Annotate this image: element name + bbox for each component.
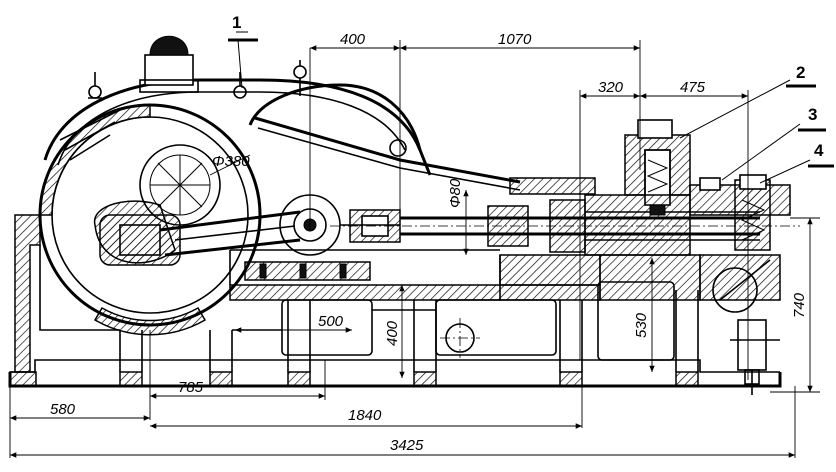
gear-cover bbox=[43, 35, 432, 176]
dimension-lines bbox=[9, 40, 820, 458]
callout-leaders bbox=[228, 31, 834, 184]
lifting-eye bbox=[293, 65, 307, 79]
dim-740: 740 bbox=[791, 292, 808, 318]
cap-dome bbox=[149, 35, 189, 56]
dim-1070: 1070 bbox=[498, 31, 532, 48]
labels: 1 2 3 4 400 1070 320 475 Φ380 Φ80 500 40… bbox=[50, 13, 824, 454]
crank-mechanism bbox=[94, 116, 521, 266]
base-frame bbox=[8, 281, 782, 388]
callout-1: 1 bbox=[232, 13, 241, 32]
dim-500: 500 bbox=[318, 313, 344, 330]
valve-box bbox=[624, 119, 691, 216]
discharge-valve bbox=[689, 174, 791, 395]
flywheel bbox=[38, 103, 262, 336]
dim-400-top: 400 bbox=[340, 31, 366, 48]
dim-530: 530 bbox=[633, 312, 650, 338]
dim-1840: 1840 bbox=[348, 407, 382, 424]
dim-320: 320 bbox=[598, 79, 624, 96]
dim-475: 475 bbox=[680, 79, 706, 96]
callout-3: 3 bbox=[808, 105, 817, 124]
dim-phi80: Φ80 bbox=[447, 178, 464, 208]
lifting-eye bbox=[88, 85, 102, 99]
dim-785: 785 bbox=[178, 379, 204, 396]
callout-4: 4 bbox=[814, 141, 824, 160]
dim-580: 580 bbox=[50, 401, 76, 418]
dim-3425: 3425 bbox=[390, 437, 424, 454]
dim-400-vertical: 400 bbox=[384, 320, 401, 346]
dim-phi380: Φ380 bbox=[212, 153, 250, 170]
callout-2: 2 bbox=[796, 63, 805, 82]
